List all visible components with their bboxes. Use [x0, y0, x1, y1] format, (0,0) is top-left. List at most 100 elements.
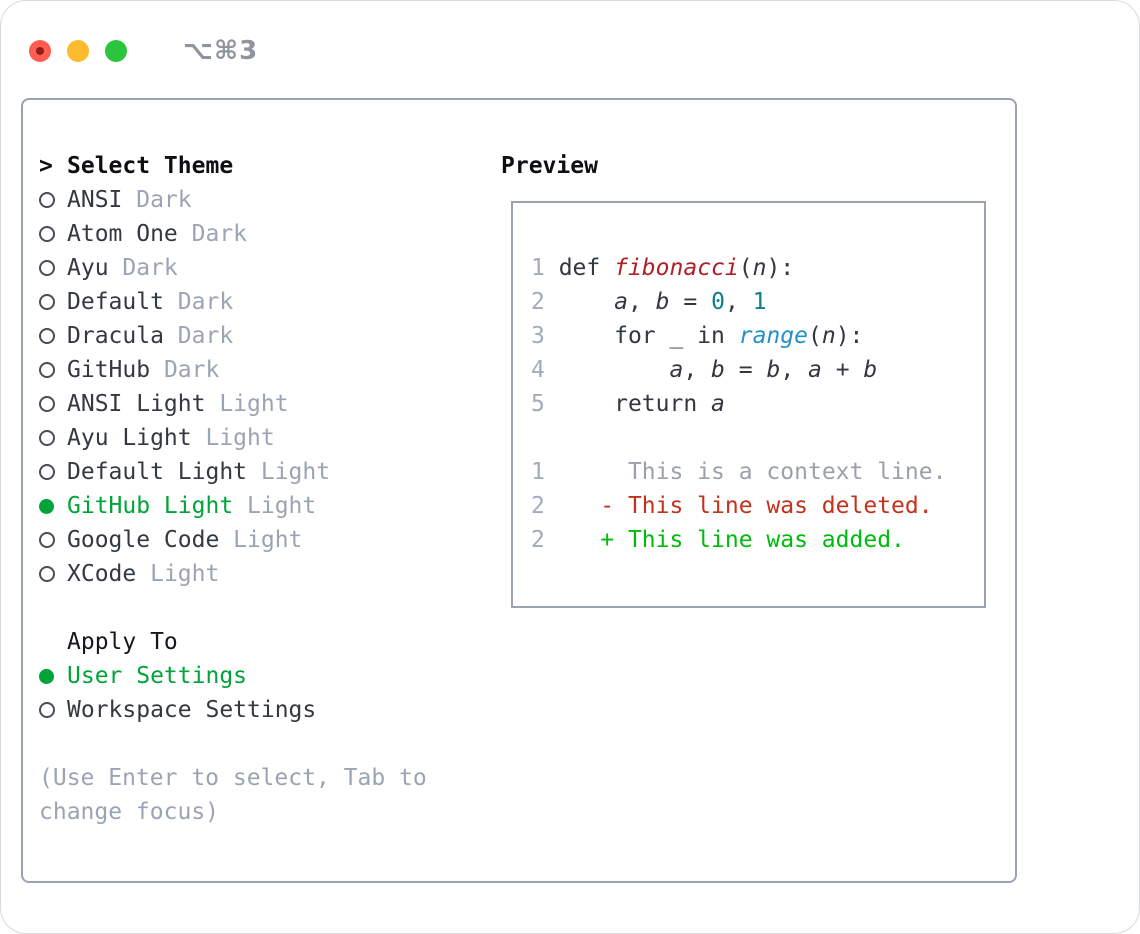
apply-option-workspace-settings[interactable]: Workspace Settings: [39, 693, 489, 727]
theme-name: XCode: [67, 561, 137, 587]
theme-option-ansi-light[interactable]: ANSI Light Light: [39, 387, 489, 421]
code-segment-var: b: [863, 357, 878, 383]
radio-slot: [39, 566, 67, 582]
code-line: 4 a, b = b, a + b: [531, 353, 984, 387]
titlebar: ⌥⌘3: [1, 1, 1139, 75]
code-segment-plain: =: [724, 357, 767, 383]
code-segment-plain: [545, 357, 670, 383]
spacer: [39, 727, 489, 761]
preview-title: Preview: [501, 153, 598, 179]
code-segment-plain: [545, 289, 614, 315]
code-segment-plain: (: [738, 255, 753, 281]
code-segment-plain: [545, 527, 600, 553]
theme-variant: Light: [150, 561, 220, 587]
select-theme-header: > Select Theme: [39, 149, 489, 183]
radio-slot: [39, 294, 67, 310]
radio-icon: [39, 192, 55, 208]
theme-name: ANSI: [67, 187, 123, 213]
code-segment-plain: return: [544, 391, 712, 417]
diff-line: 1 This is a context line.: [531, 455, 984, 489]
theme-variant: Light: [247, 493, 317, 519]
line-number: 1: [531, 255, 545, 281]
line-number: 3: [531, 323, 545, 349]
radio-slot: [39, 192, 67, 208]
theme-option-default[interactable]: Default Dark: [39, 285, 489, 319]
theme-variant: Dark: [163, 357, 220, 383]
radio-icon: [39, 294, 55, 310]
radio-slot: [39, 430, 67, 446]
code-segment-var: n: [821, 323, 836, 349]
radio-icon: [39, 430, 55, 446]
line-number: 2: [531, 289, 545, 315]
radio-icon: [39, 260, 55, 276]
apply-option-user-settings[interactable]: User Settings: [39, 659, 489, 693]
close-button[interactable]: [29, 40, 51, 62]
theme-variant: Light: [205, 425, 275, 451]
code-line: 5 return a: [531, 387, 984, 421]
theme-variant: Light: [260, 459, 331, 485]
code-segment-var: b: [711, 357, 725, 383]
apply-option-label: Workspace Settings: [67, 697, 317, 723]
select-theme-title: Select Theme: [67, 153, 234, 179]
theme-variant: Dark: [177, 289, 234, 315]
blank-line: [531, 421, 984, 455]
code-segment-var: a: [669, 357, 684, 383]
theme-variant: Dark: [177, 323, 234, 349]
code-segment-num: 1: [752, 289, 767, 315]
code-segment-var: a: [614, 289, 628, 315]
theme-name: ANSI Light: [67, 391, 206, 417]
radio-selected-icon: [39, 498, 54, 514]
code-segment-plain: ):: [835, 323, 864, 349]
preview-column: Preview 1 def fibonacci(n):2 a, b = 0, 1…: [501, 149, 1001, 608]
theme-option-ayu[interactable]: Ayu Dark: [39, 251, 489, 285]
radio-slot: [39, 532, 67, 548]
code-segment-plain: def: [544, 255, 615, 281]
apply-option-label: User Settings: [67, 663, 248, 689]
window-title: ⌥⌘3: [183, 36, 259, 66]
code-segment-plain: ,: [780, 357, 809, 383]
theme-name: Ayu: [67, 255, 109, 281]
radio-slot: [39, 464, 67, 480]
code-segment-plain: ,: [627, 289, 656, 315]
theme-variant: Light: [219, 391, 289, 417]
radio-icon: [39, 396, 55, 412]
theme-option-ansi[interactable]: ANSI Dark: [39, 183, 489, 217]
theme-variant: Dark: [136, 187, 192, 213]
diff-line: 2 + This line was added.: [531, 523, 984, 557]
hint-text: (Use Enter to select, Tab to change focu…: [39, 765, 427, 825]
code-segment-var: b: [766, 357, 781, 383]
code-line: 1 def fibonacci(n):: [531, 251, 984, 285]
theme-variant: Dark: [122, 255, 178, 281]
spacer: [39, 591, 489, 625]
radio-slot: [39, 328, 67, 344]
code-segment-plain: =: [669, 289, 712, 315]
theme-name: Google Code: [67, 527, 220, 553]
code-segment-plain: ,: [724, 289, 753, 315]
theme-name: Default: [67, 289, 164, 315]
prompt-caret-icon: >: [39, 153, 53, 179]
cursor-slot: >: [39, 153, 67, 179]
theme-name: Atom One: [67, 221, 178, 247]
minimize-button[interactable]: [67, 40, 89, 62]
code-segment-plain: [545, 493, 600, 519]
radio-icon: [39, 362, 55, 378]
radio-slot: [39, 396, 67, 412]
code-segment-plain: for _ in: [544, 323, 739, 349]
code-segment-plain: ):: [766, 255, 795, 281]
code-segment-plain: (: [807, 323, 822, 349]
radio-slot: [39, 226, 67, 242]
theme-option-xcode[interactable]: XCode Light: [39, 557, 489, 591]
radio-slot: [39, 362, 67, 378]
radio-slot: [39, 702, 67, 718]
line-number: 2: [531, 527, 545, 553]
maximize-button[interactable]: [105, 40, 127, 62]
